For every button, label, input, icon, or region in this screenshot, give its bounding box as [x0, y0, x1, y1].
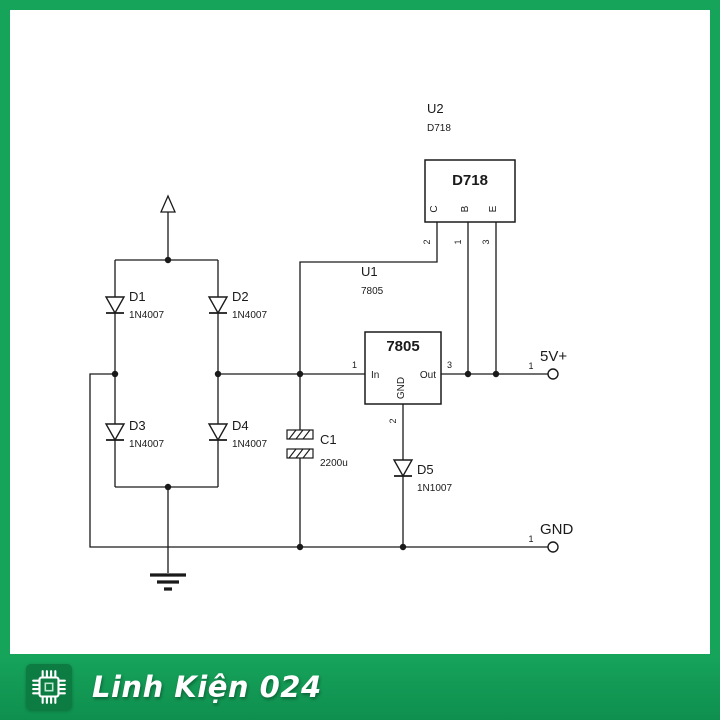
ac-input-arrow-icon: [160, 194, 176, 213]
diode-d3: D3 1N4007: [104, 418, 164, 450]
u2-pin-c-number: 2: [422, 239, 432, 244]
terminal-gnd-pin-number: 1: [528, 534, 533, 544]
capacitor-c1: C1 2200u: [286, 429, 348, 469]
u1-pin-in-number: 1: [352, 360, 357, 370]
diode-ref-label: D3: [129, 418, 146, 433]
diode-ref-label: D1: [129, 289, 146, 304]
brand-name: Linh Kiện 024: [92, 670, 322, 704]
u1-part-label: 7805: [361, 286, 384, 297]
cpu-chip-icon: [32, 670, 66, 704]
u2-part-label: D718: [427, 123, 451, 134]
diode-part-label: 1N4007: [129, 310, 164, 321]
cap-value-label: 2200u: [320, 458, 348, 469]
transistor-u2: U2 D718 D718 C B E 2 1 3: [422, 101, 516, 245]
u1-ref-label: U1: [361, 264, 378, 279]
u2-ref-label: U2: [427, 101, 444, 116]
u2-pin-e-label: E: [488, 205, 499, 212]
diode-part-label: 1N4007: [232, 310, 267, 321]
u1-pin-out-label: Out: [420, 370, 436, 381]
terminal-5v: 5V+ 1: [528, 348, 567, 380]
diode-d1: D1 1N4007: [104, 289, 164, 321]
u2-box-title: D718: [452, 172, 488, 189]
regulator-u1: U1 7805 7805 In Out GND 1 3 2: [352, 264, 452, 424]
diode-part-label: 1N4007: [129, 439, 164, 450]
diode-part-label: 1N1007: [417, 483, 452, 494]
cap-ref-label: C1: [320, 432, 337, 447]
diode-part-label: 1N4007: [232, 439, 267, 450]
terminal-5v-label: 5V+: [540, 348, 567, 365]
diode-d2: D2 1N4007: [207, 289, 267, 321]
ground-icon: [150, 573, 186, 591]
diode-ref-label: D5: [417, 462, 434, 477]
u2-pin-e-number: 3: [481, 239, 491, 244]
diode-ref-label: D2: [232, 289, 249, 304]
terminal-gnd-label: GND: [540, 521, 574, 538]
u1-pin-gnd-label: GND: [396, 377, 407, 399]
terminal-gnd: GND 1: [528, 521, 574, 553]
terminal-5v-pin-number: 1: [528, 361, 533, 371]
chip-logo-icon: [26, 664, 72, 710]
brand-banner: Linh Kiện 024: [0, 654, 720, 720]
u2-pin-b-label: B: [460, 205, 471, 212]
u1-pin-in-label: In: [371, 370, 379, 381]
u2-pin-b-number: 1: [453, 239, 463, 244]
diode-ref-label: D4: [232, 418, 249, 433]
u1-box-title: 7805: [386, 338, 419, 355]
junction-dots: [111, 256, 500, 551]
diode-d5: D5 1N1007: [392, 459, 452, 494]
u2-pin-c-label: C: [429, 205, 440, 212]
wires: [89, 212, 548, 573]
diode-d4: D4 1N4007: [207, 418, 267, 450]
u1-pin-out-number: 3: [447, 360, 452, 370]
u1-pin-gnd-number: 2: [388, 418, 398, 423]
